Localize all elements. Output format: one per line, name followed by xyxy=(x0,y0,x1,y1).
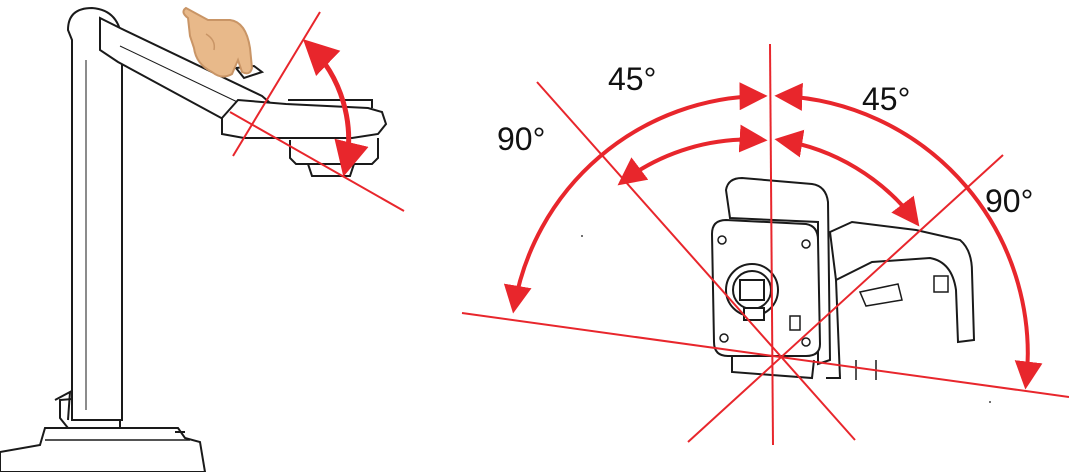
tilt-reference-line-a xyxy=(232,11,321,157)
angle-label-left-45: 45° xyxy=(608,61,656,97)
angle-label-right-90: 90° xyxy=(985,183,1033,219)
hand-pointer-icon xyxy=(182,6,254,78)
rotation-arc-left-90 xyxy=(503,82,768,314)
rotation-arc-right-45 xyxy=(774,129,920,227)
camera-head-front-view xyxy=(461,43,1069,446)
vertical-axis-line xyxy=(769,43,774,446)
angle-label-right-45: 45° xyxy=(862,81,910,117)
camera-pole xyxy=(66,6,123,421)
tilt-arc-arrow xyxy=(302,39,369,177)
document-camera-side-view xyxy=(0,6,405,472)
rotation-arc-right-90 xyxy=(774,82,1043,390)
rotation-arc-left-45 xyxy=(617,124,768,186)
camera-base xyxy=(0,427,207,472)
angle-label-left-90: 90° xyxy=(497,121,545,157)
camera-body-arm xyxy=(828,220,976,344)
